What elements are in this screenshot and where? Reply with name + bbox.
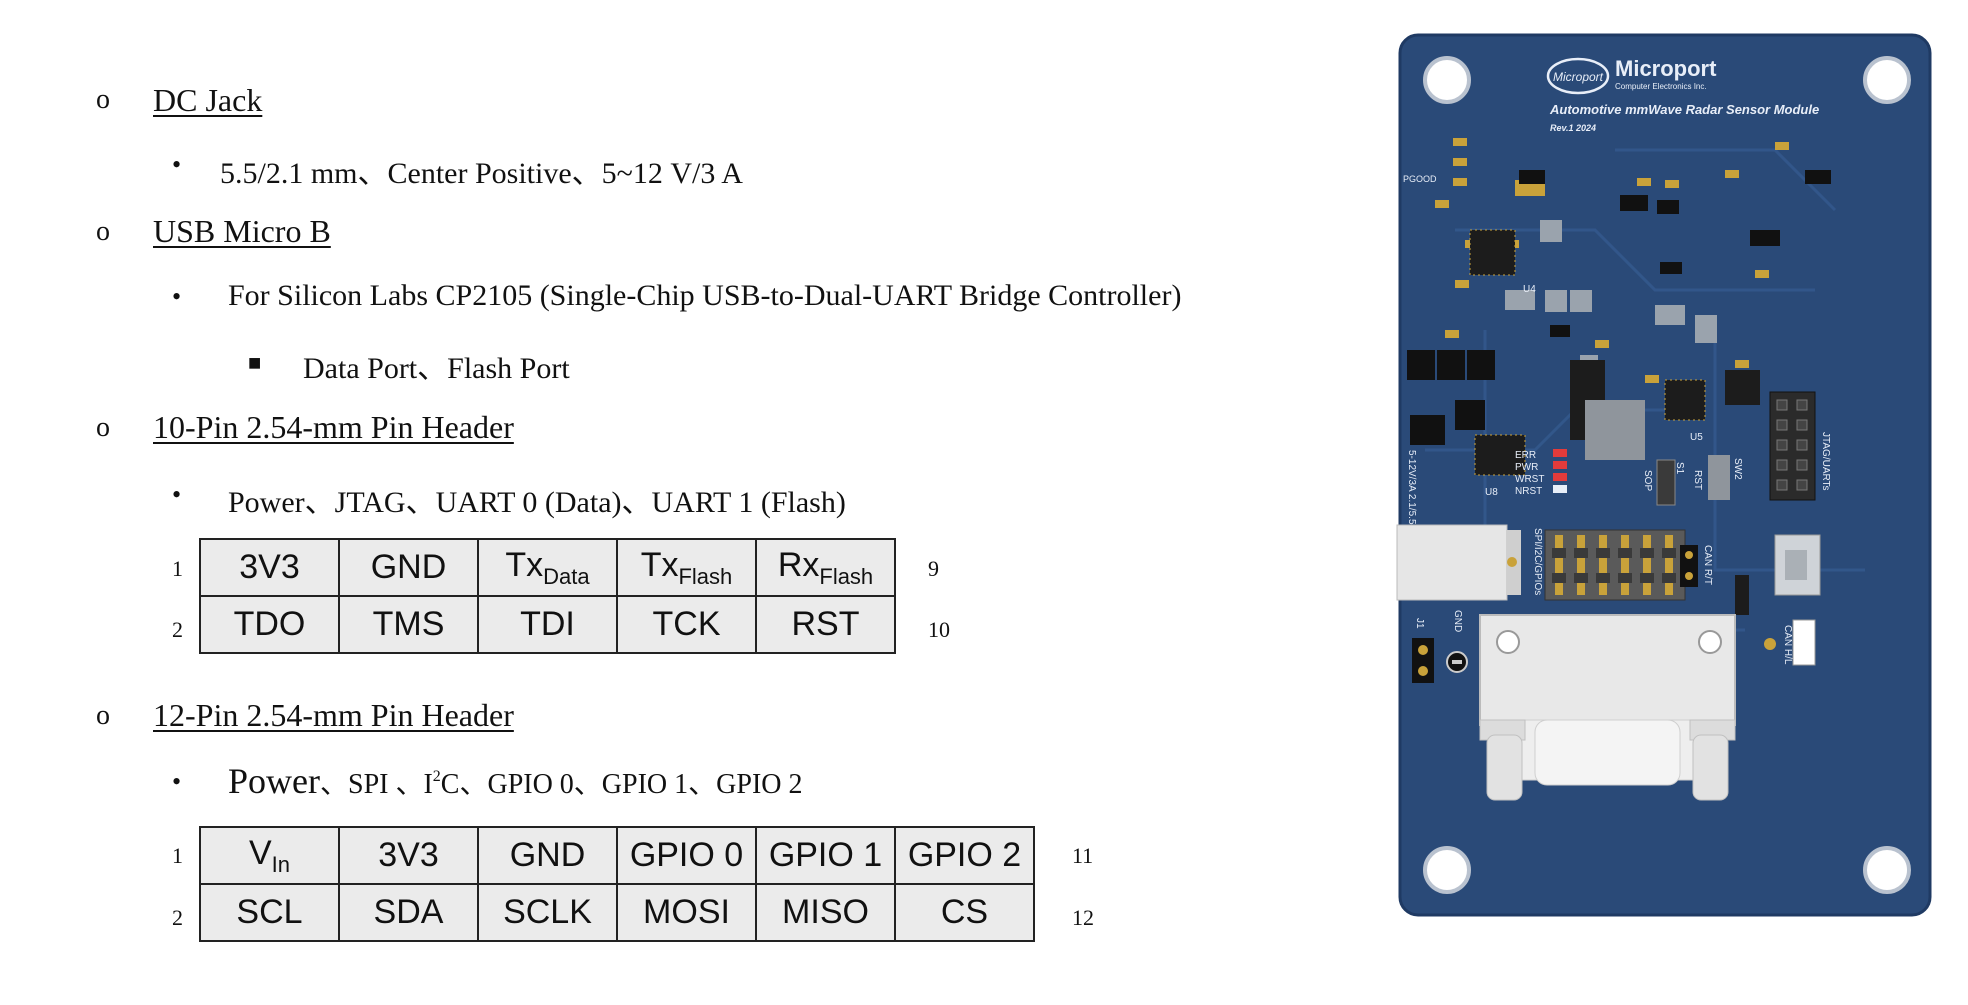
brand-name: Microport xyxy=(1615,56,1717,81)
microport-logo-icon xyxy=(1546,57,1610,95)
db9-connector xyxy=(1479,614,1736,801)
label-sop: SOP xyxy=(1642,470,1653,491)
pin-cell: GPIO 0 xyxy=(616,826,757,885)
pin-cell: MISO xyxy=(755,883,896,942)
pin-cell: TCK xyxy=(616,595,757,654)
pin-number: 11 xyxy=(1072,843,1094,868)
section-bullet-icon: o xyxy=(96,700,110,731)
label-j1: J1 xyxy=(1414,618,1425,629)
pin-cell: TDO xyxy=(199,595,340,654)
pin-cell: TxData xyxy=(477,538,618,597)
pin-cell: GND xyxy=(338,538,479,597)
radar-module-board-image: Microport Microport Computer Electronics… xyxy=(1396,33,1932,917)
pin-number: 1 xyxy=(172,843,183,868)
section-title-usb: USB Micro B xyxy=(153,213,331,249)
10pin-functions: Power、JTAG、UART 0 (Data)、UART 1 (Flash) xyxy=(228,486,846,519)
chip-u5 xyxy=(1664,379,1706,421)
pin-number: 2 xyxy=(172,905,183,930)
pin-cell: SCL xyxy=(199,883,340,942)
section-title-dc-jack: DC Jack xyxy=(153,82,263,118)
switch-s1 xyxy=(1656,459,1676,506)
pin-cell: VIn xyxy=(199,826,340,885)
pin-cell: GPIO 1 xyxy=(755,826,896,885)
pin-number: 2 xyxy=(172,617,183,642)
bullet-square-icon: ■ xyxy=(248,350,262,375)
pin-number: 12 xyxy=(1072,905,1094,930)
pin-cell: 3V3 xyxy=(338,826,479,885)
pin-cell: RxFlash xyxy=(755,538,896,597)
dc-jack-spec: 5.5/2.1 mm、Center Positive、5~12 V/3 A xyxy=(220,157,743,190)
label-u4: U4 xyxy=(1523,284,1536,295)
section-title-12pin: 12-Pin 2.54-mm Pin Header xyxy=(153,697,514,733)
pin-number: 1 xyxy=(172,556,183,581)
label-gnd: GND xyxy=(1452,610,1463,632)
shielded-inductor xyxy=(1585,400,1645,460)
label-pwr: PWR xyxy=(1515,462,1538,473)
pin-cell: TxFlash xyxy=(616,538,757,597)
bullet-dot-icon: • xyxy=(172,150,182,179)
usb-spec: For Silicon Labs CP2105 (Single-Chip USB… xyxy=(228,279,1182,312)
pin-cell: GND xyxy=(477,826,618,885)
bullet-dot-icon: • xyxy=(172,480,182,509)
label-sw2: SW2 xyxy=(1732,458,1743,480)
logo-text: Microport xyxy=(1553,70,1604,84)
label-nrst: NRST xyxy=(1515,486,1542,497)
chip-u4 xyxy=(1469,229,1516,276)
10pin-header-table: 3V3 GND TxData TxFlash RxFlash TDO TMS T… xyxy=(199,538,896,654)
label-can-hl: CAN H/L xyxy=(1782,625,1793,665)
label-wrst: WRST xyxy=(1515,474,1544,485)
label-jtag: JTAG/UARTs xyxy=(1820,432,1831,491)
section-bullet-icon: o xyxy=(96,412,110,443)
label-u8: U8 xyxy=(1485,487,1498,498)
label-s1: S1 xyxy=(1674,462,1685,475)
label-rst: RST xyxy=(1692,470,1703,490)
pin-cell: GPIO 2 xyxy=(894,826,1035,885)
pin-cell: 3V3 xyxy=(199,538,340,597)
pin-number: 10 xyxy=(928,617,950,642)
pin-cell: RST xyxy=(755,595,896,654)
label-pgood: PGOOD xyxy=(1403,174,1437,184)
revision: Rev.1 2024 xyxy=(1550,123,1596,133)
section-bullet-icon: o xyxy=(96,216,110,247)
pin-number: 9 xyxy=(928,556,939,581)
pin-cell: MOSI xyxy=(616,883,757,942)
usb-ports: Data Port、Flash Port xyxy=(303,352,570,385)
section-bullet-icon: o xyxy=(96,84,110,115)
pin-cell: SCLK xyxy=(477,883,618,942)
label-u5: U5 xyxy=(1690,432,1703,443)
pin-cell: CS xyxy=(894,883,1035,942)
dc-jack xyxy=(1396,524,1508,601)
label-spi: SPI/I2C/GPIOs xyxy=(1532,528,1543,595)
product-name: Automotive mmWave Radar Sensor Module xyxy=(1549,102,1819,117)
chip xyxy=(1725,370,1760,405)
12pin-functions: Power、SPI 、I2C、GPIO 0、GPIO 1、GPIO 2 xyxy=(228,761,803,801)
label-dcjack: 5-12V/3A 2.1/5.5MM xyxy=(1406,450,1417,541)
pin-cell: SDA xyxy=(338,883,479,942)
spi-i2c-header xyxy=(1544,529,1686,601)
brand-sub: Computer Electronics Inc. xyxy=(1615,82,1707,91)
pin-cell: TDI xyxy=(477,595,618,654)
bullet-dot-icon: • xyxy=(172,767,182,796)
bullet-dot-icon: • xyxy=(172,282,182,311)
section-title-10pin: 10-Pin 2.54-mm Pin Header xyxy=(153,409,514,445)
pin-cell: TMS xyxy=(338,595,479,654)
label-err: ERR xyxy=(1515,450,1536,461)
chip-u8 xyxy=(1474,434,1526,476)
12pin-header-table: VIn 3V3 GND GPIO 0 GPIO 1 GPIO 2 SCL SDA… xyxy=(199,826,1035,942)
switch-sw2 xyxy=(1708,455,1730,500)
label-can-rt: CAN R/T xyxy=(1702,545,1713,585)
